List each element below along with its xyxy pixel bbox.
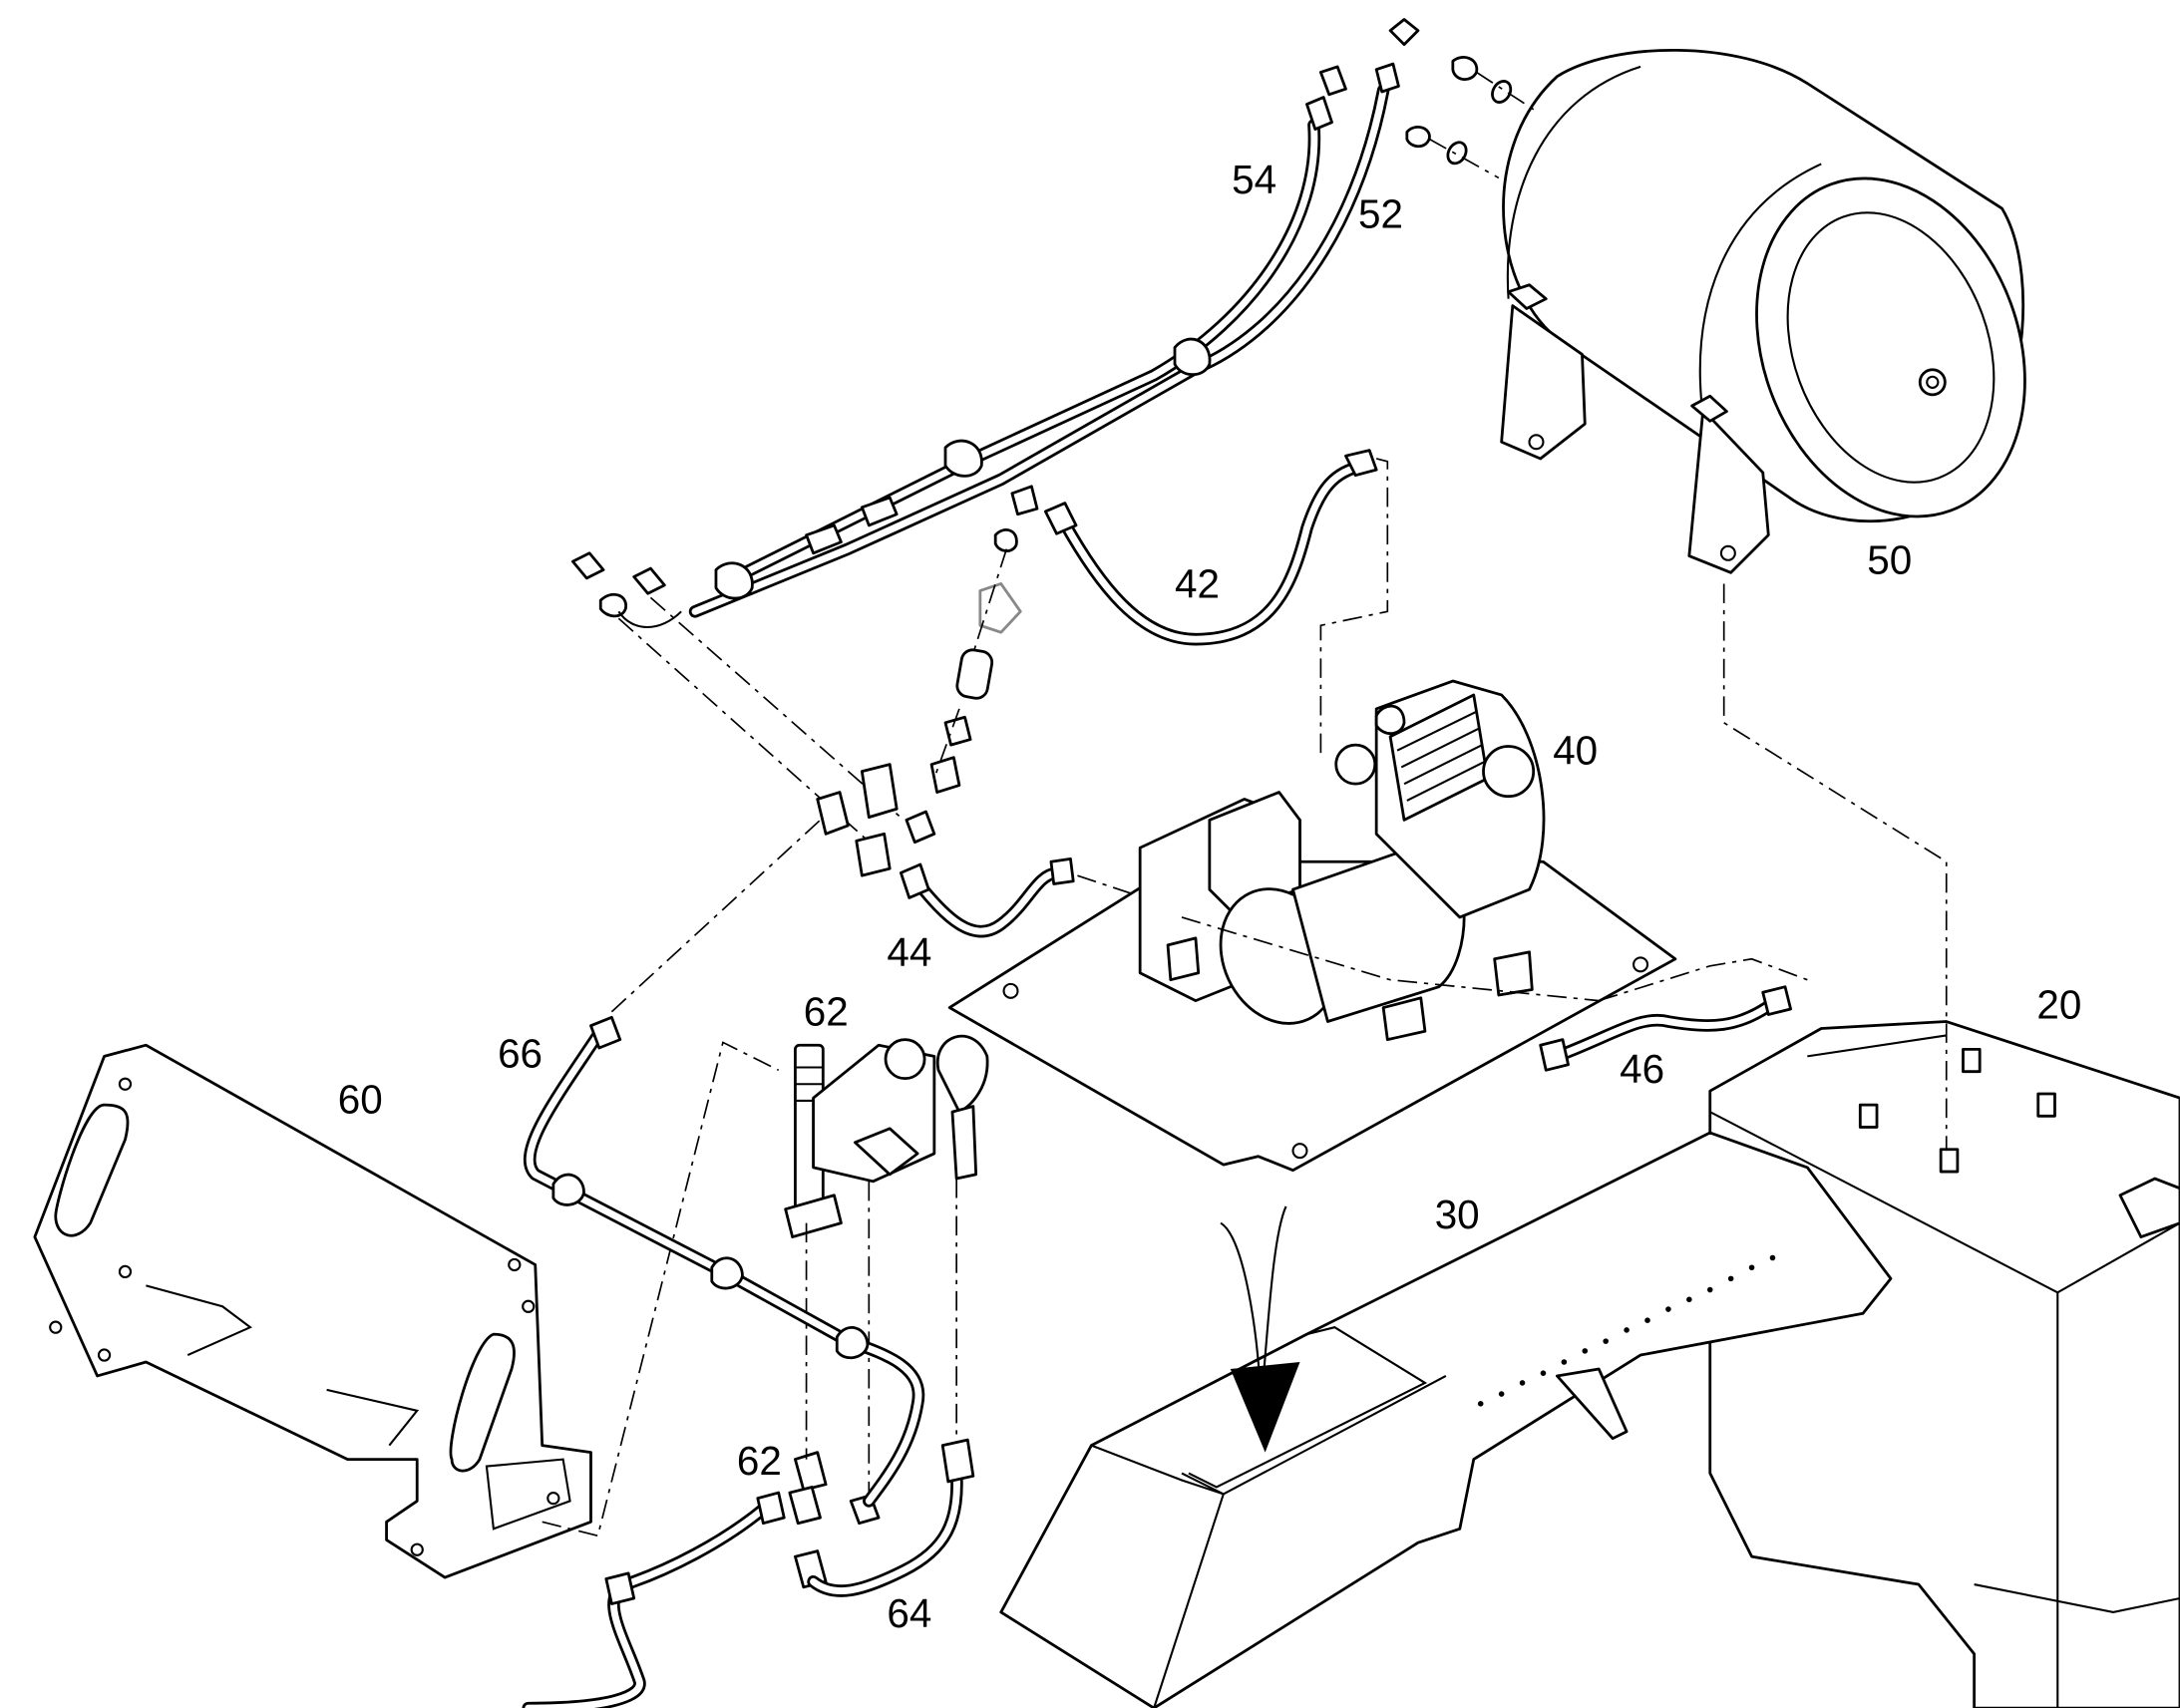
frame-body-20	[1708, 583, 2180, 1708]
callout-64: 64	[887, 1590, 931, 1636]
callout-52: 52	[1358, 191, 1403, 237]
hose-46	[1539, 985, 1792, 1072]
chassis-30	[999, 1131, 1893, 1708]
hose-44	[899, 857, 1141, 938]
hose-64	[807, 1438, 975, 1597]
callout-40: 40	[1553, 728, 1598, 774]
callout-62-top: 62	[804, 989, 849, 1035]
callout-labels: 20 30 40 42 44 46 50 52 54 60 62 62 64 6…	[338, 157, 2082, 1637]
compressor-assembly	[947, 679, 1808, 1173]
callout-44: 44	[887, 929, 931, 975]
callout-20: 20	[2036, 982, 2081, 1028]
hose-42	[1043, 449, 1389, 758]
callout-66: 66	[498, 1031, 543, 1077]
hose-lower-left	[522, 1491, 786, 1708]
callout-42: 42	[1175, 560, 1220, 606]
callout-46: 46	[1620, 1046, 1664, 1092]
callout-60: 60	[338, 1077, 383, 1123]
callout-30: 30	[1435, 1192, 1480, 1237]
callout-54: 54	[1232, 157, 1276, 202]
hose-66	[524, 819, 925, 1508]
valve-fitting-chain	[816, 485, 1039, 877]
callout-50: 50	[1867, 537, 1912, 583]
chassis-holes	[1477, 1254, 1776, 1407]
air-tank-assembly	[1388, 18, 2026, 574]
twin-hose-assembly	[570, 62, 1400, 849]
direction-arrow-head	[1230, 1362, 1300, 1453]
callout-62-bottom: 62	[737, 1438, 782, 1484]
bracket-60	[33, 1041, 780, 1579]
